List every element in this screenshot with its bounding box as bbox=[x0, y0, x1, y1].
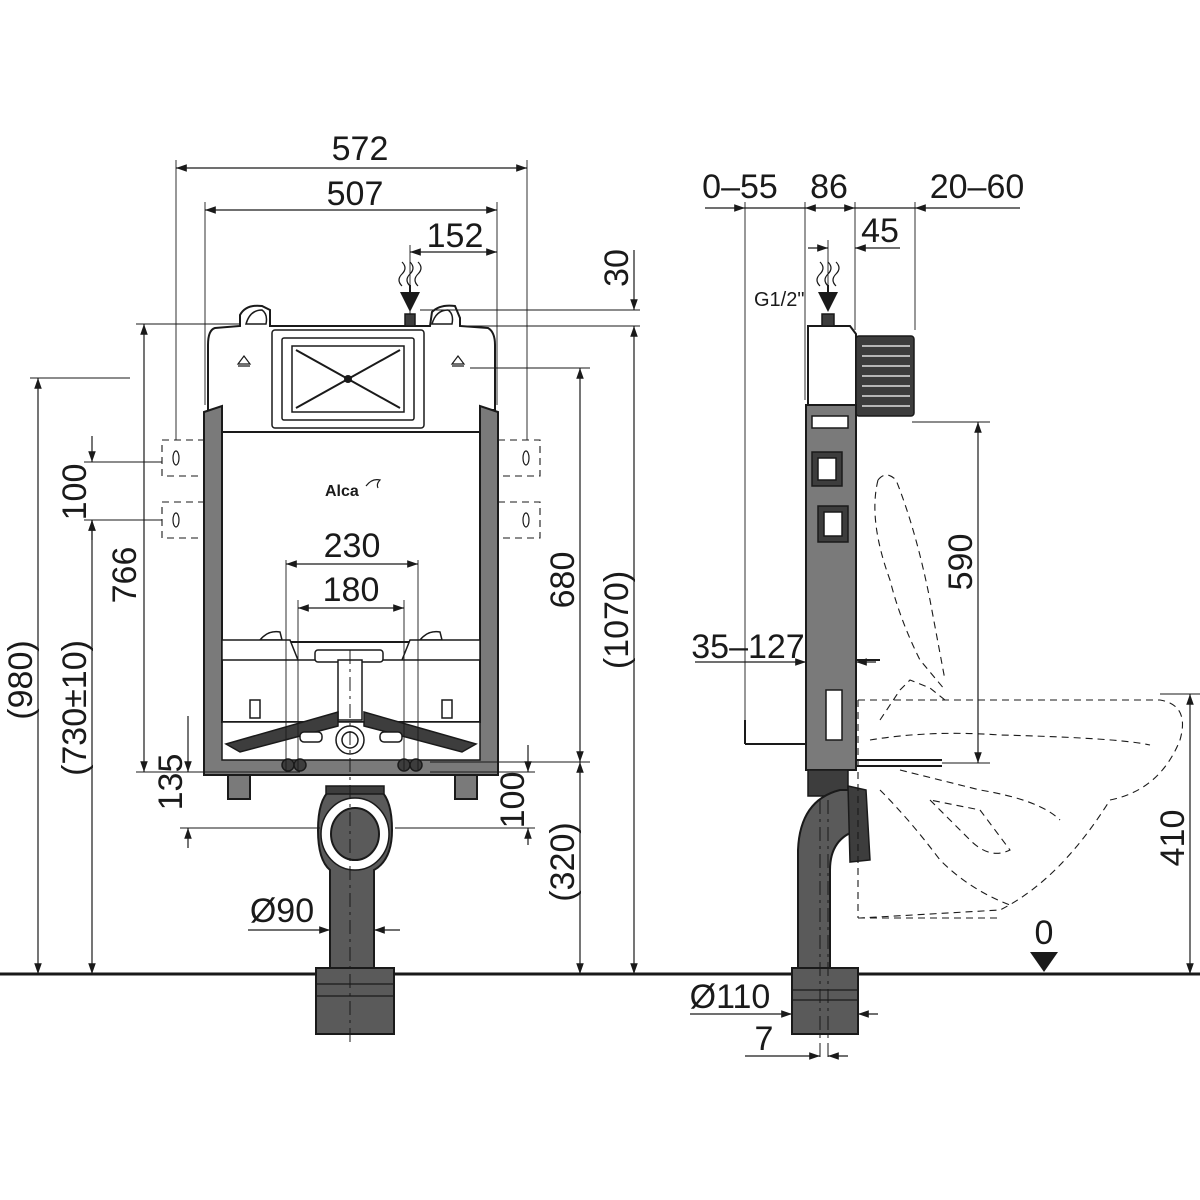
dim-0-55: 0–55 bbox=[702, 168, 778, 206]
front-view: Alca bbox=[2, 130, 640, 1045]
dim-110: Ø110 bbox=[690, 978, 771, 1016]
dim-86: 86 bbox=[810, 168, 848, 206]
dim-152: 152 bbox=[427, 217, 484, 255]
label-g12: G1/2" bbox=[754, 289, 804, 311]
dim-730: (730±10) bbox=[56, 640, 94, 776]
dim-45: 45 bbox=[861, 212, 899, 250]
dim-766: 766 bbox=[106, 547, 144, 604]
dim-980: (980) bbox=[2, 640, 40, 719]
dim-320: (320) bbox=[544, 822, 582, 901]
dim-507: 507 bbox=[327, 175, 384, 213]
side-view: G1/2" 0–55 86 20–60 45 35–127 590 410 0 bbox=[690, 168, 1200, 1060]
dim-7: 7 bbox=[755, 1020, 774, 1058]
dim-100-bottom: 100 bbox=[494, 772, 532, 829]
dim-1070: (1070) bbox=[598, 571, 636, 669]
dim-35-127: 35–127 bbox=[691, 628, 804, 666]
dim-572: 572 bbox=[332, 130, 389, 168]
dim-90: Ø90 bbox=[250, 892, 314, 930]
dim-180: 180 bbox=[323, 571, 380, 609]
dim-100-anchors: 100 bbox=[56, 464, 94, 521]
floor-zero-label: 0 bbox=[1035, 914, 1054, 952]
dim-230: 230 bbox=[324, 527, 381, 565]
dim-30: 30 bbox=[598, 249, 636, 287]
brand-logo: Alca bbox=[325, 483, 359, 500]
dim-590: 590 bbox=[942, 534, 980, 591]
dim-680: 680 bbox=[544, 552, 582, 609]
dim-135: 135 bbox=[152, 754, 190, 811]
dim-20-60: 20–60 bbox=[930, 168, 1025, 206]
dim-410: 410 bbox=[1154, 810, 1192, 867]
